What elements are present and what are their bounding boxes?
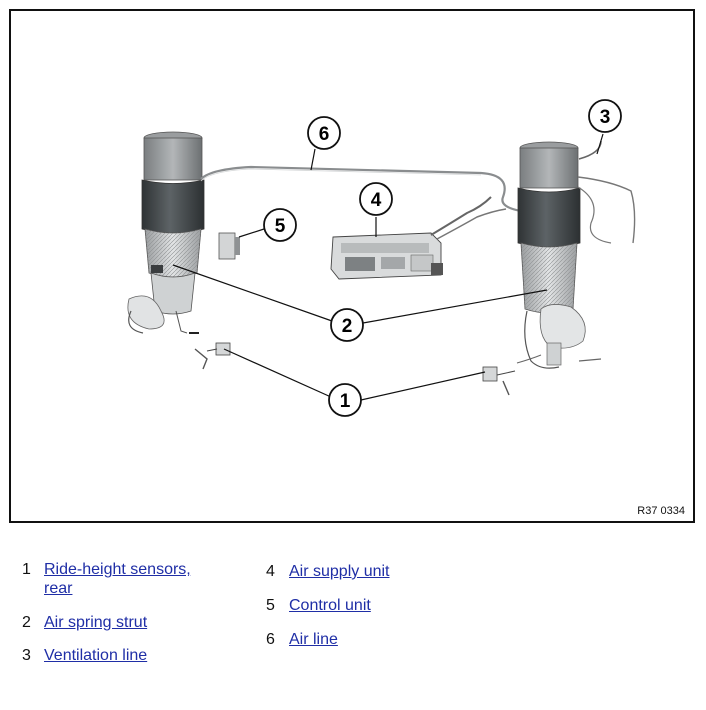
callout-3: 3 bbox=[588, 99, 622, 133]
legend-number: 5 bbox=[266, 597, 275, 614]
air-supply-unit-part bbox=[330, 196, 507, 280]
legend-item-3: 3 Ventilation line bbox=[22, 646, 242, 666]
figure-id: R37 0334 bbox=[637, 505, 685, 517]
left-ride-height-sensor bbox=[194, 342, 231, 370]
legend-link-air-supply-unit[interactable]: Air supply unit bbox=[289, 563, 390, 580]
legend-link-line2: rear bbox=[44, 580, 73, 597]
legend-link-air-spring-strut[interactable]: Air spring strut bbox=[44, 614, 148, 631]
callout-2-label: 2 bbox=[342, 316, 353, 337]
diagram-figure: 1 2 3 4 5 6 R37 0334 bbox=[9, 9, 695, 523]
legend-link-control-unit[interactable]: Control unit bbox=[289, 597, 371, 614]
legend-number: 1 bbox=[22, 561, 31, 578]
legend-number: 6 bbox=[266, 631, 275, 648]
callout-1: 1 bbox=[328, 383, 362, 417]
legend-item-4: 4 Air supply unit bbox=[266, 562, 486, 582]
leader-lines bbox=[172, 133, 604, 401]
legend-link-ventilation-line[interactable]: Ventilation line bbox=[44, 647, 148, 664]
legend-number: 2 bbox=[22, 614, 31, 631]
right-ride-height-sensor bbox=[482, 354, 542, 396]
callouts: 1 2 3 4 5 6 bbox=[263, 99, 622, 417]
legend-item-6: 6 Air line bbox=[266, 630, 486, 650]
legend-item-5: 5 Control unit bbox=[266, 596, 486, 616]
legend-item-1: 1 Ride-height sensors, rear bbox=[22, 560, 242, 600]
callout-5: 5 bbox=[263, 208, 297, 242]
callout-3-label: 3 bbox=[600, 107, 611, 128]
legend-item-2: 2 Air spring strut bbox=[22, 613, 242, 633]
diagram-drawing: 1 2 3 4 5 6 bbox=[127, 99, 636, 417]
air-line-part bbox=[200, 165, 522, 213]
legend-link-ride-height-sensors[interactable]: Ride-height sensors, rear bbox=[44, 560, 191, 598]
legend-link-air-line[interactable]: Air line bbox=[289, 631, 338, 648]
control-unit-part bbox=[218, 232, 240, 260]
legend: 1 Ride-height sensors, rear 2 Air spring… bbox=[0, 552, 706, 702]
callout-5-label: 5 bbox=[275, 216, 286, 237]
callout-6: 6 bbox=[307, 116, 341, 150]
callout-4: 4 bbox=[359, 182, 393, 216]
right-air-spring-strut bbox=[517, 140, 636, 369]
legend-number: 3 bbox=[22, 647, 31, 664]
callout-6-label: 6 bbox=[319, 124, 330, 145]
callout-1-label: 1 bbox=[340, 391, 351, 412]
left-air-spring-strut bbox=[127, 131, 205, 334]
callout-2: 2 bbox=[330, 308, 364, 342]
callout-4-label: 4 bbox=[371, 190, 382, 211]
legend-number: 4 bbox=[266, 563, 275, 580]
legend-link-line1: Ride-height sensors, bbox=[44, 561, 191, 578]
